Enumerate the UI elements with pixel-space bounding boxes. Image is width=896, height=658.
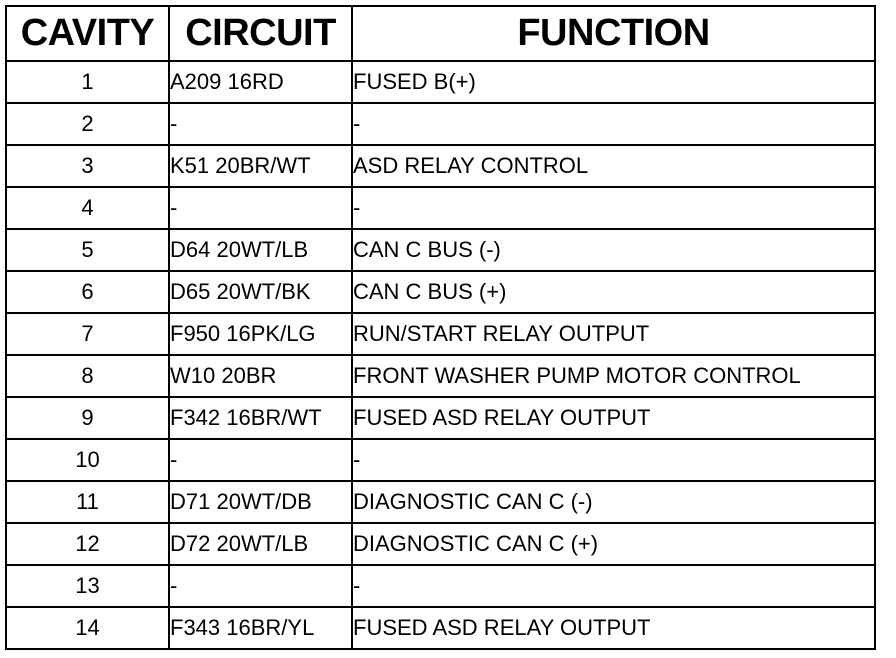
cavity-cell: 6: [5, 270, 170, 314]
cavity-cell: 12: [5, 522, 170, 566]
cavity-cell: 3: [5, 144, 170, 188]
circuit-cell: D64 20WT/LB: [168, 228, 353, 272]
circuit-cell: -: [168, 438, 353, 482]
table-row: 1 A209 16RD FUSED B(+): [5, 60, 876, 104]
header-row: CAVITY CIRCUIT FUNCTION: [5, 5, 876, 62]
function-cell: RUN/START RELAY OUTPUT: [351, 312, 876, 356]
circuit-cell: K51 20BR/WT: [168, 144, 353, 188]
function-column-header: FUNCTION: [351, 5, 876, 62]
circuit-cell: -: [168, 186, 353, 230]
cavity-cell: 5: [5, 228, 170, 272]
cavity-cell: 1: [5, 60, 170, 104]
cavity-cell: 9: [5, 396, 170, 440]
function-cell: CAN C BUS (-): [351, 228, 876, 272]
table-row: 4 - -: [5, 186, 876, 230]
connector-pinout-table: CAVITY CIRCUIT FUNCTION 1 A209 16RD FUSE…: [5, 5, 876, 650]
circuit-cell: D72 20WT/LB: [168, 522, 353, 566]
function-cell: -: [351, 186, 876, 230]
circuit-cell: F950 16PK/LG: [168, 312, 353, 356]
function-cell: DIAGNOSTIC CAN C (+): [351, 522, 876, 566]
function-cell: FUSED ASD RELAY OUTPUT: [351, 396, 876, 440]
table-row: 2 - -: [5, 102, 876, 146]
table-row: 5 D64 20WT/LB CAN C BUS (-): [5, 228, 876, 272]
table-row: 3 K51 20BR/WT ASD RELAY CONTROL: [5, 144, 876, 188]
circuit-cell: -: [168, 564, 353, 608]
circuit-column-header: CIRCUIT: [168, 5, 353, 62]
table-row: 7 F950 16PK/LG RUN/START RELAY OUTPUT: [5, 312, 876, 356]
table-row: 8 W10 20BR FRONT WASHER PUMP MOTOR CONTR…: [5, 354, 876, 398]
cavity-cell: 14: [5, 606, 170, 650]
cavity-cell: 8: [5, 354, 170, 398]
function-cell: -: [351, 438, 876, 482]
cavity-cell: 11: [5, 480, 170, 524]
circuit-cell: -: [168, 102, 353, 146]
table-body: 1 A209 16RD FUSED B(+) 2 - - 3 K51 20BR/…: [5, 60, 876, 650]
table-row: 11 D71 20WT/DB DIAGNOSTIC CAN C (-): [5, 480, 876, 524]
circuit-cell: D65 20WT/BK: [168, 270, 353, 314]
table-header: CAVITY CIRCUIT FUNCTION: [5, 5, 876, 62]
function-cell: ASD RELAY CONTROL: [351, 144, 876, 188]
cavity-cell: 4: [5, 186, 170, 230]
table-row: 13 - -: [5, 564, 876, 608]
function-cell: FUSED ASD RELAY OUTPUT: [351, 606, 876, 650]
cavity-cell: 7: [5, 312, 170, 356]
circuit-cell: W10 20BR: [168, 354, 353, 398]
table-row: 12 D72 20WT/LB DIAGNOSTIC CAN C (+): [5, 522, 876, 566]
cavity-column-header: CAVITY: [5, 5, 170, 62]
table-row: 9 F342 16BR/WT FUSED ASD RELAY OUTPUT: [5, 396, 876, 440]
function-cell: DIAGNOSTIC CAN C (-): [351, 480, 876, 524]
function-cell: -: [351, 102, 876, 146]
function-cell: FRONT WASHER PUMP MOTOR CONTROL: [351, 354, 876, 398]
function-cell: FUSED B(+): [351, 60, 876, 104]
table-row: 10 - -: [5, 438, 876, 482]
cavity-cell: 2: [5, 102, 170, 146]
function-cell: -: [351, 564, 876, 608]
circuit-cell: F343 16BR/YL: [168, 606, 353, 650]
circuit-cell: A209 16RD: [168, 60, 353, 104]
cavity-cell: 10: [5, 438, 170, 482]
table-row: 14 F343 16BR/YL FUSED ASD RELAY OUTPUT: [5, 606, 876, 650]
cavity-cell: 13: [5, 564, 170, 608]
table-row: 6 D65 20WT/BK CAN C BUS (+): [5, 270, 876, 314]
function-cell: CAN C BUS (+): [351, 270, 876, 314]
circuit-cell: F342 16BR/WT: [168, 396, 353, 440]
circuit-cell: D71 20WT/DB: [168, 480, 353, 524]
